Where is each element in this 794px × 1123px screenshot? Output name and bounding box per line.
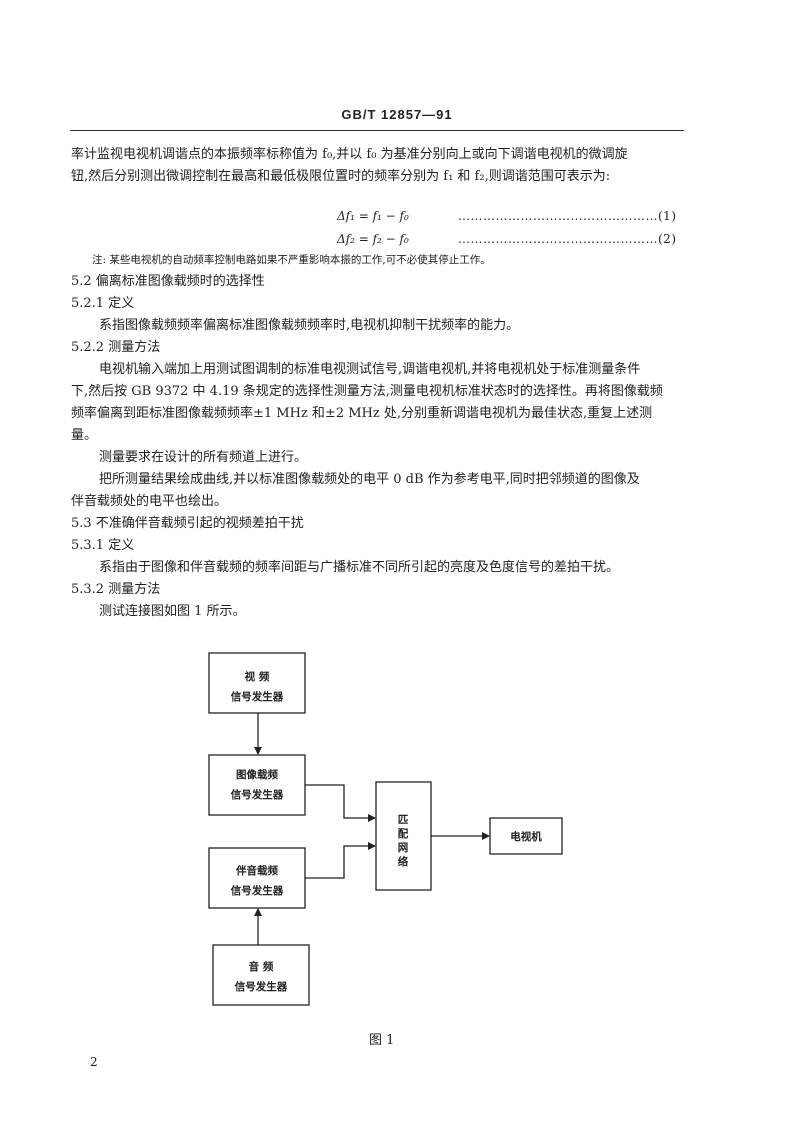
video-generator-label-2: 信号发生器 (231, 690, 284, 703)
tv-set-box (489, 817, 563, 855)
header-rule (70, 130, 684, 131)
section-heading-5-2-2: 5.2.2 测量方法 (71, 340, 161, 355)
section-heading-5-2: 5.2 偏离标准图像载频时的选择性 (71, 274, 265, 289)
image-carrier-generator-box (208, 754, 306, 816)
paragraph-line: 测试连接图如图 1 所示。 (99, 604, 246, 619)
video-generator-label-1: 视 频 (245, 670, 270, 683)
image-carrier-label-1: 图像载频 (236, 768, 278, 781)
paragraph-line: 率计监视电视机调谐点的本振频率标称值为 f₀,并以 f₀ 为基准分别向上或向下调… (71, 147, 628, 162)
sound-carrier-generator-box (208, 847, 306, 909)
matching-network-label-4: 络 (398, 855, 409, 868)
page-number: 2 (90, 1055, 98, 1069)
audio-generator-label-1: 音 频 (249, 960, 274, 973)
matching-network-label-3: 网 (398, 842, 409, 854)
paragraph-line: 量。 (71, 428, 98, 443)
matching-network-label-1: 匹 (398, 814, 409, 826)
paragraph-line: 频率偏离到距标准图像载频频率±1 MHz 和±2 MHz 处,分别重新调谐电视机… (71, 406, 653, 421)
matching-network-label-2: 配 (398, 828, 409, 840)
paragraph-line: 测量要求在设计的所有频道上进行。 (99, 450, 308, 465)
section-heading-5-3-2: 5.3.2 测量方法 (71, 582, 161, 597)
paragraph-line: 伴音载频处的电平也绘出。 (71, 494, 228, 509)
paragraph-line: 系指由于图像和伴音载频的频率间距与广播标准不同所引起的亮度及色度信号的差拍干扰。 (99, 560, 620, 575)
sound-carrier-label-1: 伴音载频 (235, 864, 278, 877)
audio-generator-box (212, 944, 310, 1006)
tv-set-label: 电视机 (510, 830, 542, 843)
section-heading-5-3: 5.3 不准确伴音载频引起的视频差拍干扰 (71, 516, 304, 531)
equation-1-number: …………………………………………(1) (458, 209, 677, 223)
connector-sound-to-match (305, 842, 376, 879)
paragraph-line: 系指图像载频频率偏离标准图像载频频率时,电视机抑制干扰频率的能力。 (99, 318, 520, 333)
connector-image-to-match (305, 784, 376, 822)
equation-2: Δf₂ = f₂ − f₀ (337, 232, 409, 246)
equation-1: Δf₁ = f₁ − f₀ (337, 209, 409, 223)
sound-carrier-label-2: 信号发生器 (231, 884, 284, 897)
image-carrier-label-2: 信号发生器 (231, 788, 284, 801)
section-heading-5-2-1: 5.2.1 定义 (71, 296, 135, 311)
document-code-header: GB/T 12857—91 (341, 107, 453, 122)
figure-caption: 图 1 (369, 1033, 395, 1048)
note-text: 注: 某些电视机的自动频率控制电路如果不严重影响本振的工作,可不必使其停止工作。 (92, 254, 491, 266)
paragraph-line: 把所测量结果绘成曲线,并以标准图像载频处的电平 0 dB 作为参考电平,同时把邻… (99, 472, 640, 487)
paragraph-line: 钮,然后分别测出微调控制在最高和最低极限位置时的频率分别为 f₁ 和 f₂,则调… (71, 169, 611, 184)
equation-2-number: …………………………………………(2) (458, 232, 677, 246)
audio-generator-label-2: 信号发生器 (235, 980, 288, 993)
video-generator-box (208, 652, 306, 714)
paragraph-line: 电视机输入端加上用测试图调制的标准电视测试信号,调谐电视机,并将电视机处于标准测… (99, 362, 641, 377)
section-heading-5-3-1: 5.3.1 定义 (71, 538, 135, 553)
paragraph-line: 下,然后按 GB 9372 中 4.19 条规定的选择性测量方法,测量电视机标准… (71, 384, 663, 399)
